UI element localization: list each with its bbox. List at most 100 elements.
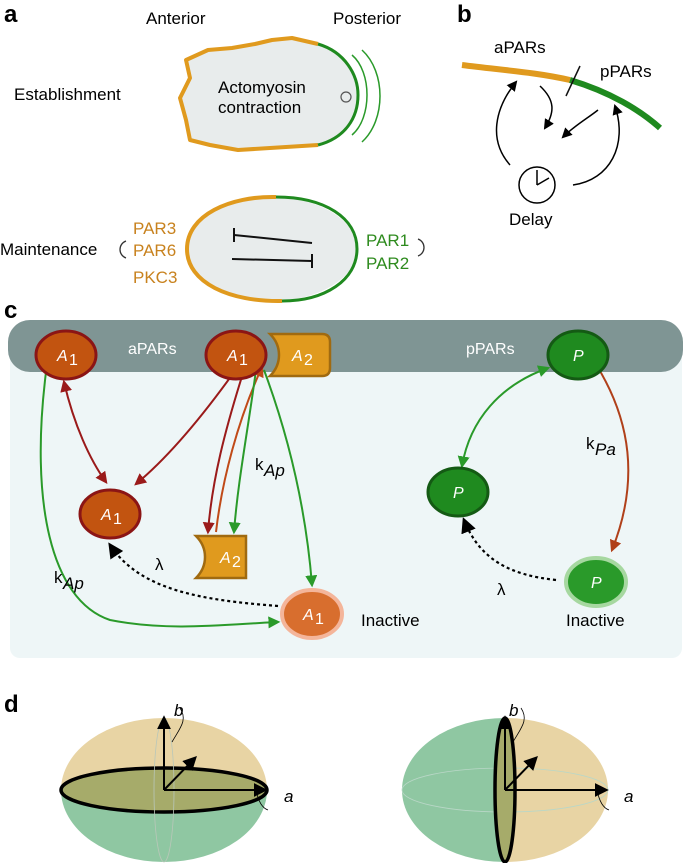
kpa-arrow	[596, 365, 630, 553]
anterior-bracket	[119, 240, 127, 259]
rate-label-kap-lower: k Ap	[54, 568, 84, 593]
svg-text:1: 1	[239, 352, 248, 369]
node-a2-cytoplasm: A 2	[192, 534, 248, 580]
contraction-line-1: Actomyosin	[218, 78, 306, 97]
posterior-cue-arc-2	[361, 49, 381, 143]
inhibition-line-upper	[233, 228, 313, 244]
svg-text:P: P	[453, 485, 464, 502]
svg-text:A: A	[302, 607, 314, 624]
node-a1-membrane-left: A 1	[34, 329, 98, 381]
delay-label: Delay	[509, 210, 553, 229]
establishment-anterior-cortex	[178, 36, 319, 152]
lambda-reactivation-arrow-p	[461, 517, 557, 582]
svg-text:A: A	[219, 550, 231, 567]
node-p-cytoplasm: P	[426, 466, 490, 518]
ppars-label-b: pPARs	[600, 62, 652, 81]
svg-text:k: k	[255, 455, 264, 474]
delay-to-ppar-arrow	[572, 104, 623, 186]
par6-label: PAR6	[133, 241, 176, 260]
par1-label: PAR1	[366, 231, 409, 250]
ppar-to-cytoplasm-arrow	[561, 109, 599, 139]
panel-label-a: a	[4, 1, 18, 28]
node-a1-inactive: A 1	[280, 588, 344, 640]
kap-green-arrow-left	[39, 371, 281, 629]
inactive-label-a: Inactive	[361, 611, 420, 630]
node-a1-cytoplasm: A 1	[78, 488, 142, 540]
establishment-label: Establishment	[14, 85, 121, 104]
panel-label-d: d	[4, 691, 19, 718]
ppar-membrane	[569, 77, 663, 131]
node-p-membrane: P	[546, 329, 610, 381]
axis-a-label-right: a	[624, 787, 633, 806]
posterior-cue-arc-1	[351, 54, 368, 136]
p-exchange-arrow	[457, 365, 551, 469]
svg-text:k: k	[54, 568, 63, 587]
svg-text:k: k	[586, 434, 595, 453]
svg-text:Ap: Ap	[62, 574, 84, 593]
establishment-posterior-cortex	[317, 42, 360, 147]
apar-to-cytoplasm-arrow	[539, 85, 554, 130]
svg-text:Ap: Ap	[263, 461, 285, 480]
apars-label-b: aPARs	[494, 38, 546, 57]
ellipsoid-right: b a	[401, 701, 633, 863]
establishment-embryo	[180, 38, 358, 150]
a1-exchange-arrow-left	[60, 379, 108, 484]
axis-a-label-left: a	[284, 787, 293, 806]
lambda-label-a: λ	[155, 555, 164, 574]
membrane	[8, 320, 683, 372]
node-a2-membrane: A 2	[266, 332, 332, 378]
ppars-label-c: pPARs	[466, 341, 515, 358]
centrosome-icon	[340, 91, 352, 103]
svg-text:A: A	[291, 348, 303, 365]
svg-text:P: P	[573, 348, 584, 365]
node-a1-membrane-mid: A 1	[204, 329, 268, 381]
svg-text:1: 1	[69, 352, 78, 369]
rate-label-kap-upper: k Ap	[255, 455, 285, 480]
svg-text:1: 1	[113, 511, 122, 528]
inactive-label-p: Inactive	[566, 611, 625, 630]
pkc3-label: PKC3	[133, 268, 177, 287]
svg-text:1: 1	[315, 611, 324, 628]
axis-b-label-right: b	[509, 701, 518, 720]
panel-b: b aPARs pPARs Delay	[457, 1, 663, 229]
svg-text:A: A	[100, 507, 112, 524]
clock-hands	[536, 170, 550, 186]
apar-membrane	[461, 62, 571, 83]
maintenance-label: Maintenance	[0, 240, 97, 259]
panel-a: a Anterior Posterior Establishment Actom…	[0, 1, 425, 304]
node-p-inactive: P	[564, 556, 628, 608]
svg-text:A: A	[226, 348, 238, 365]
contraction-line-2: contraction	[218, 98, 301, 117]
kap-green-arrow-mid	[263, 369, 318, 588]
lambda-reactivation-arrow-a	[108, 542, 279, 608]
panel-label-b: b	[457, 1, 472, 28]
svg-text:A: A	[56, 348, 68, 365]
kap-green-arrow-a2	[228, 369, 257, 535]
par2-label: PAR2	[366, 254, 409, 273]
boundary-tick	[565, 65, 581, 97]
anterior-label: Anterior	[146, 9, 206, 28]
posterior-bracket	[417, 238, 425, 257]
a1-to-a2-dark-arrow	[202, 369, 245, 535]
axis-c-arrow-left	[163, 755, 197, 791]
svg-text:P: P	[591, 575, 602, 592]
ellipsoid-left: b a	[59, 701, 293, 863]
maintenance-embryo	[187, 197, 357, 301]
lambda-label-p: λ	[497, 580, 506, 599]
rate-label-kpa: k Pa	[586, 434, 616, 459]
apars-label-c: aPARs	[128, 341, 177, 358]
par3-label: PAR3	[133, 219, 176, 238]
svg-text:2: 2	[304, 352, 313, 369]
panel-d: d b a b a	[4, 691, 633, 863]
axis-b-label-left: b	[174, 701, 183, 720]
panel-label-c: c	[4, 297, 17, 324]
delay-to-apar-arrow	[495, 80, 518, 166]
maintenance-posterior-cortex	[275, 195, 359, 303]
maintenance-anterior-cortex	[184, 194, 283, 304]
axis-c-arrow-right	[504, 755, 538, 791]
a1-exchange-arrow-mid	[134, 366, 239, 486]
posterior-label: Posterior	[333, 9, 401, 28]
svg-text:Pa: Pa	[595, 440, 616, 459]
inhibition-line-lower	[231, 254, 313, 268]
